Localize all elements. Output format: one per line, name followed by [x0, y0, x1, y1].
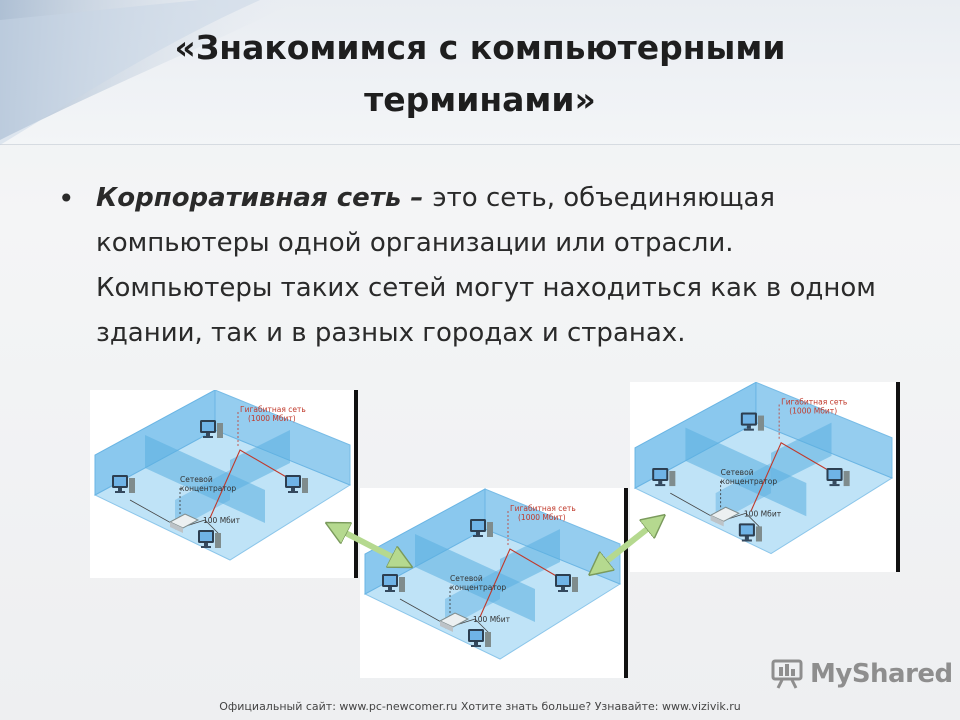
cable-line [204, 519, 221, 536]
footer-text: Официальный сайт: www.pc-newcomer.ru Хот… [219, 700, 741, 713]
office-network-illustration: Гигабитная сеть(1000 Мбит) Сетевойконцент… [93, 389, 352, 561]
gigabit-label: Гигабитная сеть [781, 397, 847, 406]
network-hub-icon [709, 506, 740, 522]
computer-icon [382, 574, 405, 592]
hub-label-2: концентратор [180, 484, 236, 493]
gigabit-label: Гигабитная сеть [240, 405, 306, 414]
definition-paragraph: Корпоративная сеть – это сеть, объединяю… [96, 176, 908, 356]
computer-icon [468, 629, 491, 647]
gigabit-cable [479, 548, 571, 618]
computer-icon [198, 530, 221, 548]
gigabit-speed-label: (1000 Мбит) [248, 414, 296, 423]
fast-ethernet-label: 100 Мбит [473, 615, 511, 624]
header-swoosh [0, 0, 300, 145]
gigabit-cable [209, 449, 301, 519]
gigabit-speed-label: (1000 Мбит) [789, 407, 837, 416]
header-band [0, 0, 960, 145]
partition-wall-3 [445, 569, 500, 629]
partition-wall-1 [685, 427, 807, 517]
partition-wall-1 [415, 534, 535, 622]
hub-label-2: концентратор [450, 583, 506, 592]
computer-icon [738, 523, 762, 542]
cable-line [474, 618, 491, 635]
computer-icon [826, 467, 850, 487]
computer-icon [652, 467, 676, 487]
office-network-illustration: Гигабитная сеть(1000 Мбит) Сетевойконцент… [633, 381, 894, 555]
computer-icon [112, 475, 135, 493]
logo-text: MyShared [810, 659, 953, 689]
hub-label: Сетевой [180, 475, 213, 484]
definition-block: • Корпоративная сеть – это сеть, объедин… [58, 176, 908, 356]
presentation-board-icon [771, 659, 803, 689]
network-hub-icon [168, 513, 200, 529]
gigabit-speed-label: (1000 Мбит) [518, 513, 566, 522]
computer-icon [555, 574, 578, 592]
title-line-2: терминами» [364, 80, 596, 119]
partition-wall-1 [145, 435, 265, 523]
slide-title: «Знакомимся с компьютерными терминами» [120, 22, 840, 126]
title-line-1: «Знакомимся с компьютерными [174, 28, 786, 67]
bullet-icon: • [58, 182, 75, 215]
gigabit-cable [750, 441, 842, 512]
computer-icon [470, 519, 493, 537]
hub-label: Сетевой [450, 574, 483, 583]
fast-ethernet-label: 100 Мбит [203, 516, 241, 525]
cable-line [745, 513, 762, 529]
gigabit-label: Гигабитная сеть [510, 504, 576, 513]
partition-wall-3 [715, 462, 772, 524]
computer-icon [740, 412, 765, 431]
computer-icon [285, 475, 308, 493]
office-network-illustration: Гигабитная сеть(1000 Мбит) Сетевойконцент… [363, 488, 622, 660]
term-dash: – [401, 183, 433, 213]
myshared-logo: MyShared [770, 656, 953, 692]
computer-icon [200, 420, 223, 438]
hub-label: Сетевой [721, 468, 754, 477]
definition-text: это сеть, объединяющая компьютеры одной … [96, 183, 876, 348]
partition-wall-3 [175, 470, 230, 530]
term-label: Корпоративная сеть [96, 183, 402, 213]
hub-label-2: концентратор [721, 477, 778, 486]
fast-ethernet-label: 100 Мбит [744, 509, 782, 518]
